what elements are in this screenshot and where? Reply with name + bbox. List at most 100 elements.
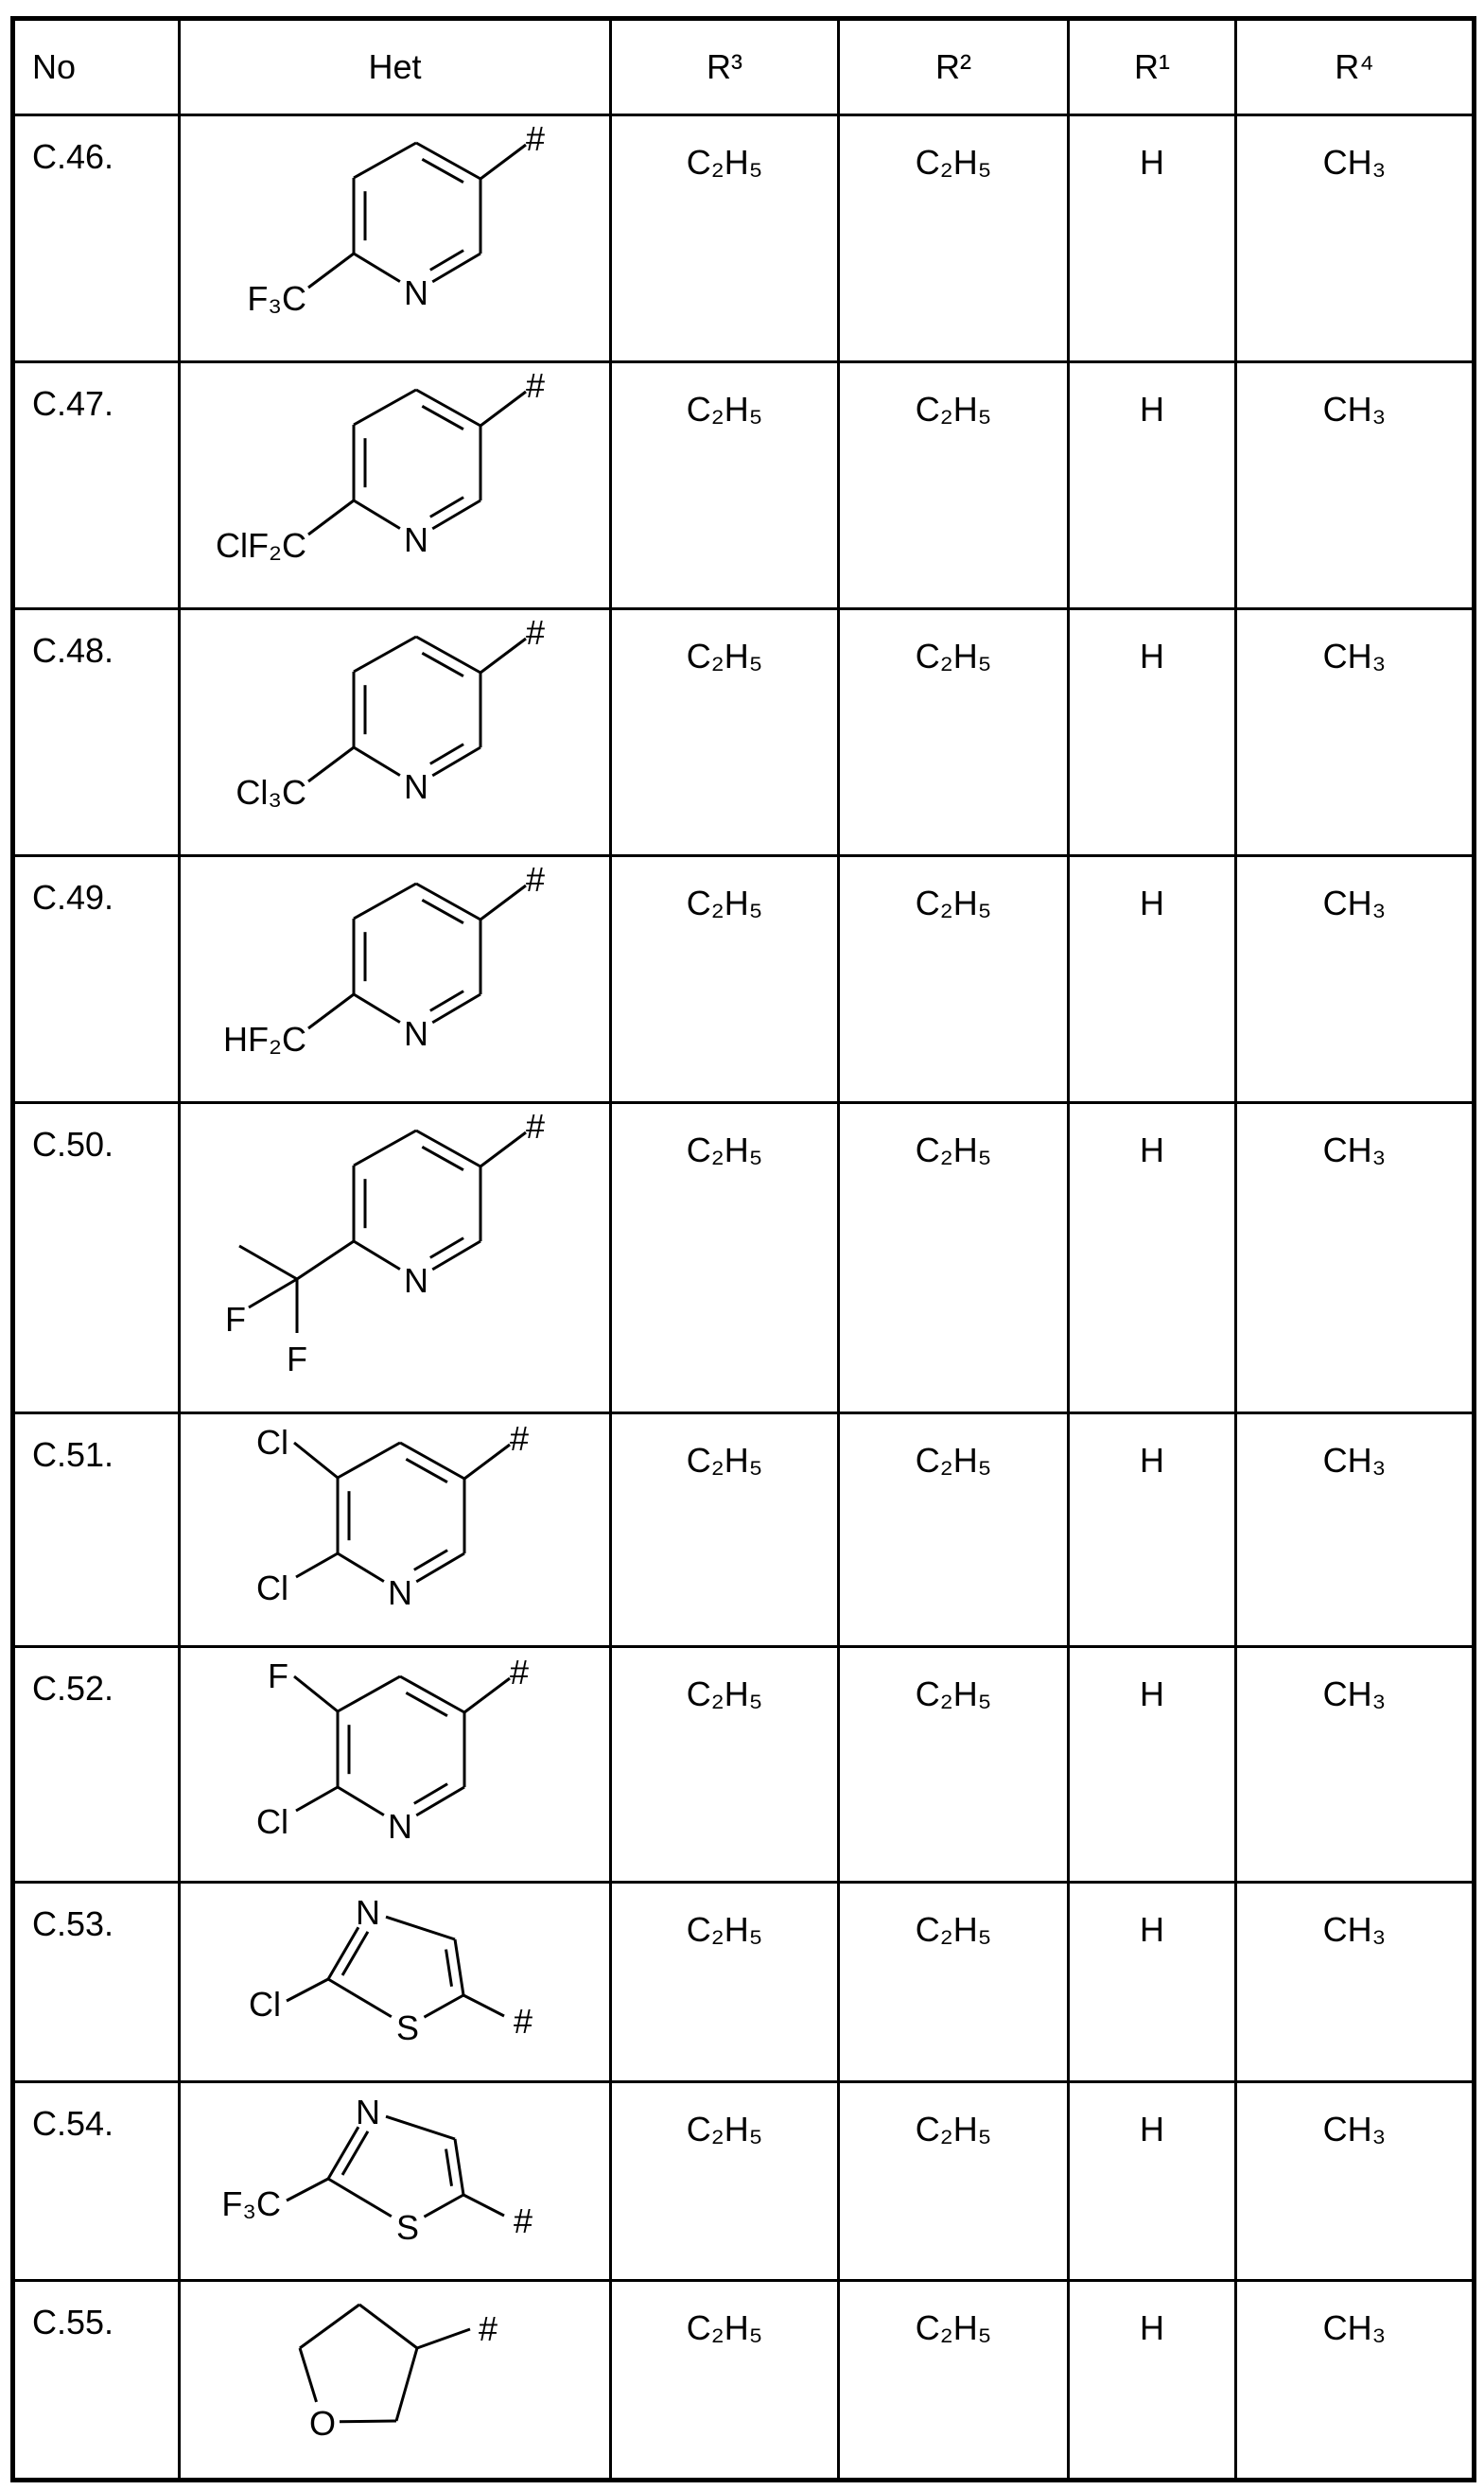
bond [249, 1279, 297, 1307]
cell-r1: H [1069, 1103, 1236, 1413]
atom-label: F₃C [221, 2184, 281, 2223]
bond [416, 1553, 464, 1582]
cell-r1: H [1069, 609, 1236, 856]
cell-r2: C₂H₅ [839, 1413, 1069, 1647]
bond [338, 1553, 384, 1582]
bond [406, 1692, 447, 1715]
bond [422, 653, 463, 675]
atom-label: F [287, 1340, 307, 1378]
het-structure: N#FF [180, 1103, 611, 1413]
structure-drawing: N#FF [181, 1104, 612, 1414]
atom-label: # [510, 1419, 529, 1458]
atom-label: Cl₃C [236, 773, 306, 812]
compound-number: C.46. [13, 115, 180, 362]
compound-number: C.52. [13, 1647, 180, 1883]
cell-r4: CH₃ [1236, 1103, 1475, 1413]
structure-drawing: NS#F₃C [181, 2083, 612, 2282]
bond [455, 1939, 463, 1995]
cell-r2: C₂H₅ [839, 115, 1069, 362]
cell-r1: H [1069, 362, 1236, 609]
bond [480, 886, 526, 920]
cell-r4: CH₃ [1236, 2281, 1475, 2481]
atom-label: # [526, 119, 545, 158]
structure-drawing: N#FCl [181, 1648, 612, 1884]
bond [480, 1132, 526, 1166]
bond [446, 2149, 452, 2186]
atom-label: Cl [256, 1569, 288, 1607]
table-row: C.54.NS#F₃CC₂H₅C₂H₅HCH₃ [13, 2082, 1475, 2281]
cell-r1: H [1069, 115, 1236, 362]
header-r4: R⁴ [1236, 19, 1475, 115]
bond [294, 1676, 338, 1711]
cell-r1: H [1069, 1647, 1236, 1883]
cell-r3: C₂H₅ [611, 1647, 839, 1883]
table-row: C.55.O#C₂H₅C₂H₅HCH₃ [13, 2281, 1475, 2481]
bond [308, 500, 354, 535]
header-no: No [13, 19, 180, 115]
compound-number: C.48. [13, 609, 180, 856]
compound-table: No Het R³ R² R¹ R⁴ C.46.N#F₃CC₂H₅C₂H₅HCH… [10, 16, 1476, 2482]
bond [297, 1241, 354, 1279]
atom-label: # [514, 2002, 532, 2041]
structure-drawing: N#ClF₂C [181, 363, 612, 610]
atom-label: # [514, 2201, 532, 2240]
table-row: C.47.N#ClF₂CC₂H₅C₂H₅HCH₃ [13, 362, 1475, 609]
het-structure: N#FCl [180, 1647, 611, 1883]
bond [446, 1950, 452, 1987]
table-row: C.48.N#Cl₃CC₂H₅C₂H₅HCH₃ [13, 609, 1475, 856]
cell-r3: C₂H₅ [611, 1413, 839, 1647]
compound-number: C.54. [13, 2082, 180, 2281]
cell-r3: C₂H₅ [611, 1883, 839, 2082]
cell-r1: H [1069, 1413, 1236, 1647]
atom-label: ClF₂C [216, 526, 306, 565]
table-row: C.53.NS#ClC₂H₅C₂H₅HCH₃ [13, 1883, 1475, 2082]
bond [287, 2179, 328, 2201]
bond [422, 406, 463, 429]
bond [342, 2131, 368, 2175]
bond [432, 1241, 480, 1270]
bond [416, 1787, 464, 1815]
bond [296, 1787, 338, 1811]
cell-r2: C₂H₅ [839, 1647, 1069, 1883]
atom-label: # [526, 860, 545, 899]
bond [308, 747, 354, 781]
bond [354, 500, 400, 529]
table-row: C.49.N#HF₂CC₂H₅C₂H₅HCH₃ [13, 856, 1475, 1103]
compound-number: C.53. [13, 1883, 180, 2082]
cell-r4: CH₃ [1236, 1883, 1475, 2082]
table-row: C.50.N#FFC₂H₅C₂H₅HCH₃ [13, 1103, 1475, 1413]
bond [354, 637, 416, 672]
bond [354, 1131, 416, 1166]
cell-r2: C₂H₅ [839, 1103, 1069, 1413]
bond [432, 254, 480, 282]
cell-r3: C₂H₅ [611, 115, 839, 362]
bond [354, 390, 416, 425]
bond [422, 159, 463, 182]
atom-label: # [526, 366, 545, 405]
cell-r3: C₂H₅ [611, 2281, 839, 2481]
cell-r4: CH₃ [1236, 115, 1475, 362]
compound-number: C.47. [13, 362, 180, 609]
bond [338, 1443, 400, 1478]
het-structure: N#ClCl [180, 1413, 611, 1647]
bond [300, 2305, 359, 2348]
structure-drawing: N # HF₂C [181, 857, 612, 1104]
cell-r2: C₂H₅ [839, 609, 1069, 856]
header-r3: R³ [611, 19, 839, 115]
atom-label: HF₂C [223, 1020, 306, 1059]
cell-r2: C₂H₅ [839, 1883, 1069, 2082]
bond [396, 2348, 417, 2421]
structure-drawing: N#ClCl [181, 1414, 612, 1648]
bond [308, 994, 354, 1028]
atom-label: # [510, 1653, 529, 1692]
bond [359, 2305, 417, 2348]
structure-drawing: O# [181, 2282, 612, 2481]
bond [406, 1459, 447, 1482]
atom-label: O [309, 2404, 336, 2443]
header-r2: R² [839, 19, 1069, 115]
compound-number: C.55. [13, 2281, 180, 2481]
atom-label: N [404, 1014, 428, 1053]
cell-r2: C₂H₅ [839, 856, 1069, 1103]
cell-r1: H [1069, 2281, 1236, 2481]
bond [464, 1445, 510, 1479]
